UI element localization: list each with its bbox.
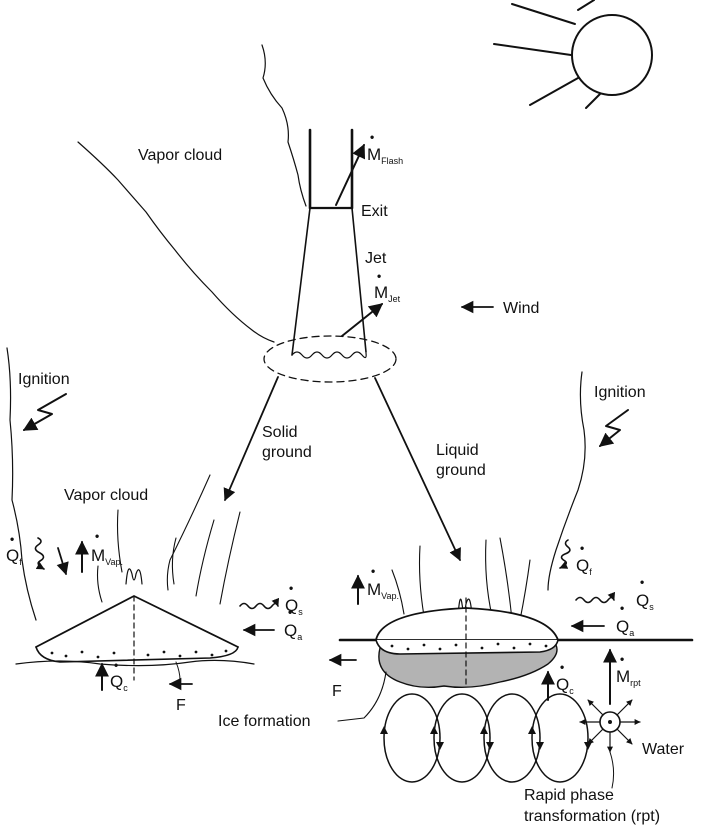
q-f-left-dot: • <box>10 532 14 546</box>
m-vap-left-symbol: MVap. <box>91 546 123 567</box>
water-circulation-loops <box>380 693 592 783</box>
rpt-leader <box>609 751 615 789</box>
force-right-label: F <box>332 683 342 700</box>
q-a-left-dot: • <box>288 605 292 619</box>
exit-label: Exit <box>361 203 388 220</box>
vapor-cloud-top-label: Vapor cloud <box>138 147 222 164</box>
m-flash-arrow <box>335 143 366 206</box>
m-vap-right-dot: • <box>371 564 375 578</box>
q-s-left-dot: • <box>289 581 293 595</box>
ignition-right-bolt-icon <box>598 409 629 447</box>
m-vap-right-symbol: MVap. <box>367 580 399 601</box>
q-f-left-wavy-arrow <box>34 537 45 570</box>
m-flash-dot: • <box>370 130 374 144</box>
m-rpt-dot: • <box>620 652 624 666</box>
ice-formation-leader <box>337 671 387 722</box>
right-cloud-boundary <box>547 371 586 591</box>
q-s-right-dot: • <box>640 575 644 589</box>
left-pool <box>15 595 255 681</box>
q-f-right-symbol: Qf <box>576 556 592 577</box>
vapor-cloud-outline <box>77 44 307 343</box>
m-flash-symbol: MFlash <box>367 145 403 166</box>
m-rpt-symbol: Mrpt <box>616 667 641 688</box>
rpt-label-2: transformation (rpt) <box>524 808 660 825</box>
ignition-left-bolt-icon <box>22 393 67 431</box>
q-f-left-down-arrow <box>56 547 69 576</box>
water-label: Water <box>642 741 685 758</box>
to-liquid-ground-arrow <box>374 377 461 562</box>
m-jet-dot: • <box>377 269 381 283</box>
q-s-left-wavy-arrow <box>239 597 280 610</box>
force-left-label: F <box>176 697 186 714</box>
m-jet-arrow <box>341 303 384 337</box>
ice-layer <box>378 644 558 689</box>
sun-icon <box>493 0 653 109</box>
right-pool <box>338 597 694 689</box>
jet-cone <box>291 207 367 359</box>
release-pipe <box>308 128 354 210</box>
liquid-ground-label-2: ground <box>436 462 486 479</box>
pool-impact-zone <box>263 335 397 383</box>
rpt-burst-icon <box>579 699 641 753</box>
q-c-left-dot: • <box>114 658 118 672</box>
solid-ground-label-1: Solid <box>262 424 298 441</box>
q-s-right-wavy-arrow <box>575 591 616 604</box>
q-a-right-symbol: Qa <box>616 617 634 638</box>
to-solid-ground-arrow <box>223 376 279 502</box>
rpt-label-1: Rapid phase <box>524 787 614 804</box>
m-vap-left-dot: • <box>95 529 99 543</box>
solid-ground-label-2: ground <box>262 444 312 461</box>
q-a-left-symbol: Qa <box>284 621 302 642</box>
m-jet-symbol: MJet <box>374 283 401 304</box>
vapor-cloud-left-label: Vapor cloud <box>64 487 148 504</box>
q-s-left-symbol: Qs <box>285 596 303 617</box>
ignition-left-label: Ignition <box>18 371 70 388</box>
force-left-leader <box>175 661 181 681</box>
q-c-right-symbol: Qc <box>556 675 574 696</box>
left-vapor-wisps <box>96 474 241 605</box>
jet-label: Jet <box>365 250 387 267</box>
q-f-right-wavy-arrow <box>559 539 571 569</box>
q-f-left-symbol: Qf <box>6 546 22 567</box>
q-c-right-dot: • <box>560 660 564 674</box>
q-a-right-dot: • <box>620 601 624 615</box>
q-c-left-symbol: Qc <box>110 672 128 693</box>
q-f-right-dot: • <box>580 541 584 555</box>
wind-label: Wind <box>503 300 539 317</box>
q-s-right-symbol: Qs <box>636 591 654 612</box>
left-cloud-boundary <box>6 347 37 621</box>
ice-formation-label: Ice formation <box>218 713 310 730</box>
ignition-right-label: Ignition <box>594 384 646 401</box>
liquid-ground-label-1: Liquid <box>436 442 479 459</box>
